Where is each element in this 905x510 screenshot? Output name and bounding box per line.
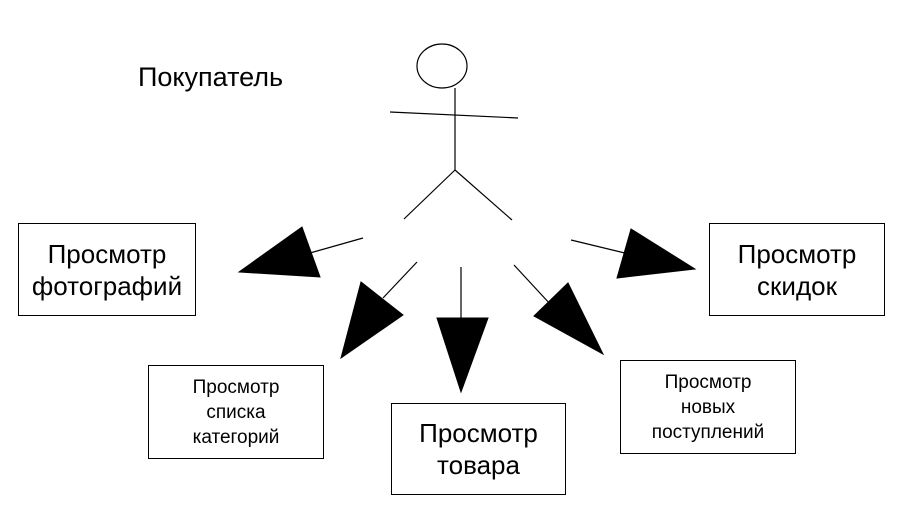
arrowheads (237, 226, 697, 394)
use-case-categories: Просмотр списка категорий (148, 365, 324, 459)
use-case-new-arrivals-label: Просмотр новых поступлений (651, 371, 765, 443)
use-case-categories-label: Просмотр списка категорий (192, 376, 280, 448)
line-to-categories (382, 261, 418, 299)
actor-figure (389, 43, 519, 221)
actor-label: Покупатель (138, 62, 284, 92)
arrowhead-discounts (616, 228, 697, 279)
arrowhead-photos (237, 226, 321, 278)
arrowhead-new (533, 282, 605, 356)
actor-left-leg (403, 169, 456, 220)
use-case-new-arrivals: Просмотр новых поступлений (620, 360, 796, 454)
association-lines (302, 237, 634, 318)
use-case-discounts: Просмотр скидок (709, 223, 885, 316)
actor-right-leg (454, 169, 513, 221)
use-case-product-label: Просмотр товара (419, 418, 538, 480)
use-case-photos-label: Просмотр фотографий (31, 238, 183, 301)
arrowhead-categories (340, 281, 404, 360)
use-case-photos: Просмотр фотографий (18, 223, 196, 316)
line-to-photos (302, 237, 364, 256)
use-case-discounts-label: Просмотр скидок (737, 238, 857, 301)
line-to-new (513, 264, 552, 306)
actor-arms (389, 111, 519, 119)
use-case-product: Просмотр товара (391, 403, 566, 495)
line-to-discounts (570, 239, 634, 256)
actor-head (416, 43, 468, 89)
arrowhead-product (436, 317, 489, 394)
